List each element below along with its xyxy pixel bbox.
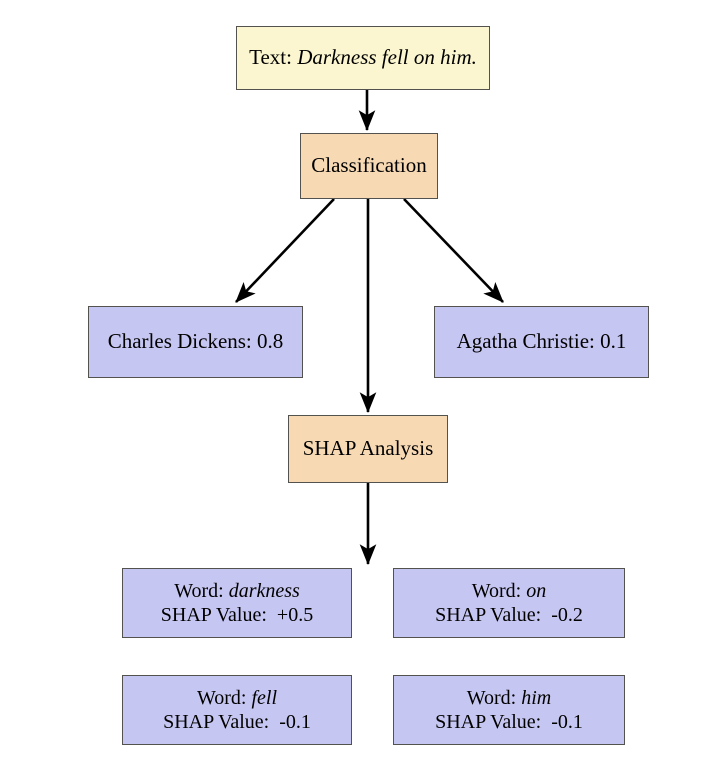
word-fell-word-line: Word: fell bbox=[197, 686, 277, 710]
word-fell-value: fell bbox=[251, 686, 278, 709]
node-author-agatha-christie: Agatha Christie: 0.1 bbox=[434, 306, 649, 378]
word-darkness-prefix: Word: bbox=[174, 579, 224, 602]
author-dickens-label: Charles Dickens: 0.8 bbox=[107, 329, 284, 354]
word-darkness-value: darkness bbox=[228, 579, 300, 602]
word-on-value: on bbox=[526, 579, 547, 602]
node-shap-analysis: SHAP Analysis bbox=[288, 415, 448, 483]
word-on-word-line: Word: on bbox=[472, 579, 547, 603]
edge-classification-to-christie bbox=[403, 198, 504, 303]
word-darkness-shap-line: SHAP Value: +0.5 bbox=[160, 604, 314, 626]
node-word-on: Word: on SHAP Value: -0.2 bbox=[393, 568, 625, 638]
node-classification: Classification bbox=[300, 133, 438, 199]
word-him-shap-line: SHAP Value: -0.1 bbox=[435, 711, 583, 733]
node-input-text: Text: Darkness fell on him. bbox=[236, 26, 490, 90]
word-him-value: him bbox=[521, 686, 552, 709]
input-text-prefix: Text: bbox=[249, 45, 292, 70]
input-text-line: Text: Darkness fell on him. bbox=[249, 45, 477, 71]
word-fell-shap-line: SHAP Value: -0.1 bbox=[163, 711, 311, 733]
classification-label: Classification bbox=[311, 153, 427, 178]
author-christie-label: Agatha Christie: 0.1 bbox=[456, 329, 627, 354]
node-word-darkness: Word: darkness SHAP Value: +0.5 bbox=[122, 568, 352, 638]
node-author-charles-dickens: Charles Dickens: 0.8 bbox=[88, 306, 303, 378]
node-word-him: Word: him SHAP Value: -0.1 bbox=[393, 675, 625, 745]
word-darkness-word-line: Word: darkness bbox=[174, 579, 300, 603]
edge-classification-to-dickens bbox=[235, 198, 335, 303]
word-him-word-line: Word: him bbox=[467, 686, 552, 710]
word-him-prefix: Word: bbox=[466, 686, 517, 709]
word-on-shap-line: SHAP Value: -0.2 bbox=[435, 604, 583, 626]
shap-analysis-label: SHAP Analysis bbox=[302, 436, 434, 461]
word-fell-prefix: Word: bbox=[196, 686, 247, 709]
word-on-prefix: Word: bbox=[471, 579, 522, 602]
node-word-fell: Word: fell SHAP Value: -0.1 bbox=[122, 675, 352, 745]
input-text-value: Darkness fell on him. bbox=[297, 45, 477, 70]
